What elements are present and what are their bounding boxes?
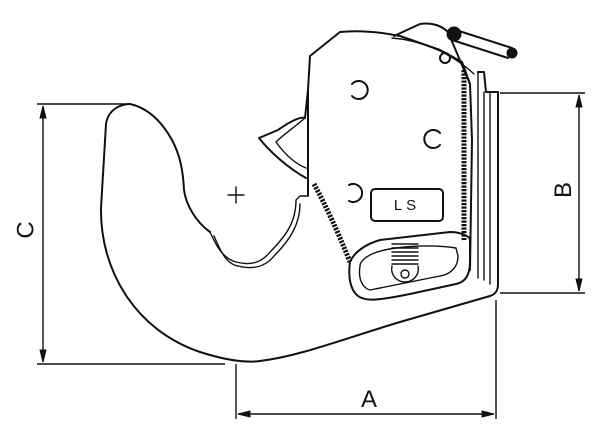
locking-body [307, 22, 475, 271]
dimension-label-b: B [550, 181, 578, 199]
hook-body [99, 91, 499, 363]
mounting-holes [348, 52, 451, 203]
center-mark [227, 186, 245, 204]
dimension-c [37, 103, 225, 365]
dimension-a [235, 300, 497, 419]
dimension-b [500, 92, 585, 294]
back-plate [477, 71, 499, 285]
spring-icon [391, 243, 419, 265]
hook-throat-latch [209, 195, 309, 269]
dimension-label-c: C [12, 221, 40, 239]
release-lever [446, 26, 518, 59]
trigger-tab [258, 89, 309, 179]
dimension-label-a: A [361, 386, 378, 413]
serrated-edge [311, 70, 467, 263]
ls-plate-text: LS [393, 196, 421, 214]
ls-plate-label: LS [370, 188, 444, 222]
spring-window [348, 231, 471, 301]
